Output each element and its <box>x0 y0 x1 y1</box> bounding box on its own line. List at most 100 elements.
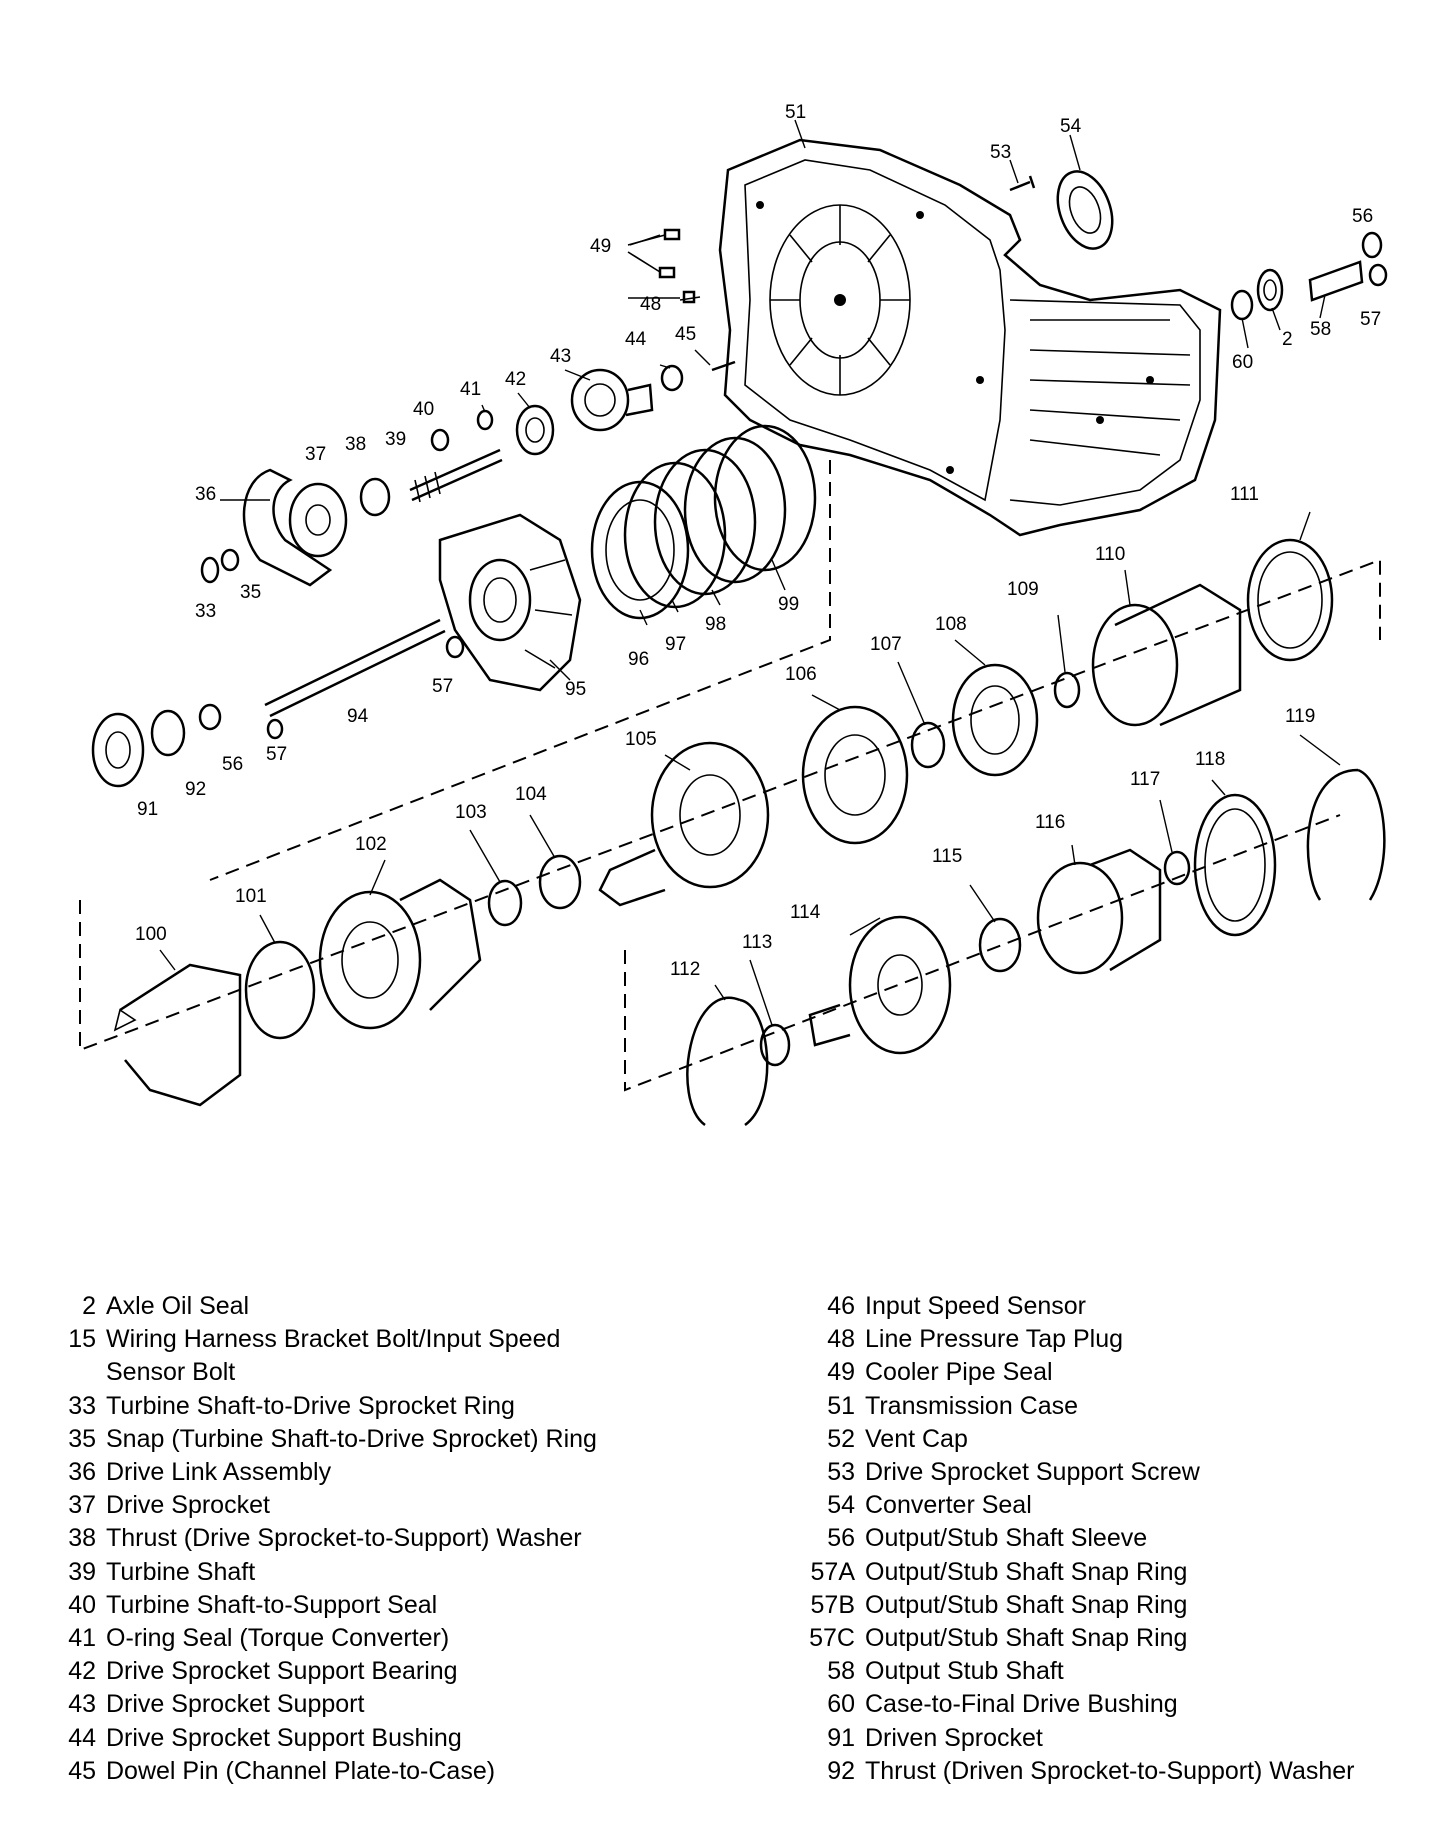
drum-102 <box>318 878 482 1030</box>
snap-ring-119 <box>1306 768 1386 901</box>
hub-108 <box>951 663 1039 777</box>
legend-item: 52 Vent Cap <box>775 1423 1445 1456</box>
legend-item-description: Drive Link Assembly <box>106 1458 332 1487</box>
callout-115: 115 <box>932 846 962 867</box>
callout-105: 105 <box>625 729 657 750</box>
legend-item-number: 40 <box>68 1590 96 1619</box>
callout-97: 97 <box>665 634 686 655</box>
legend-item-number: 51 <box>827 1391 855 1420</box>
legend-item: 51 Transmission Case <box>775 1390 1445 1423</box>
callout-2: 2 <box>1282 329 1293 350</box>
legend-item-description: Input Speed Sensor <box>865 1292 1086 1320</box>
legend-item-number: 56 <box>827 1524 855 1553</box>
callout-57: 57 <box>432 676 453 697</box>
converter-seal <box>1056 170 1114 250</box>
callout-57: 57 <box>1360 309 1381 330</box>
legend-item-number: 39 <box>68 1557 96 1586</box>
callout-60: 60 <box>1232 352 1253 373</box>
callout-109: 109 <box>1007 579 1039 600</box>
callout-49: 49 <box>590 236 611 257</box>
legend-item: 38 Thrust (Drive Sprocket-to-Support) Was… <box>40 1522 690 1555</box>
driven-sprocket <box>91 712 145 788</box>
legend-item-description: Output/Stub Shaft Sleeve <box>865 1524 1148 1553</box>
callout-58: 58 <box>1310 319 1331 340</box>
legend-item-number: 49 <box>827 1358 855 1387</box>
output-shaft <box>264 618 446 718</box>
carrier-114 <box>808 915 952 1055</box>
legend-item-number: 37 <box>68 1491 96 1520</box>
legend-item: 36 Drive Link Assembly <box>40 1456 690 1489</box>
ring-gear-118 <box>1193 793 1277 937</box>
legend-item-description: Output/Stub Shaft Snap Ring <box>865 1590 1188 1619</box>
drum-105 <box>598 741 770 907</box>
legend-item-description: Converter Seal <box>865 1491 1032 1520</box>
legend-item-description: Drive Sprocket <box>106 1491 270 1520</box>
legend-item-number: 91 <box>827 1723 855 1752</box>
legend-item-description: Cooler Pipe Seal <box>865 1358 1053 1387</box>
snap-ring-57c <box>266 718 284 740</box>
callout-110: 110 <box>1095 544 1125 565</box>
callout-40: 40 <box>413 399 434 420</box>
assembly-boundaries <box>79 460 1381 1092</box>
legend-item-number: 36 <box>68 1458 96 1487</box>
legend-item-number <box>40 1356 96 1389</box>
callout-56: 56 <box>1352 206 1373 227</box>
callout-107: 107 <box>870 634 902 655</box>
legend-item-number: 52 <box>827 1424 855 1453</box>
band-100 <box>113 963 242 1107</box>
channel-plate <box>438 513 582 692</box>
callout-117: 117 <box>1130 769 1160 790</box>
callout-54: 54 <box>1060 116 1082 137</box>
legend-item-number: 57B <box>810 1590 855 1619</box>
legend-item-description: Thrust (Driven Sprocket-to-Support) Wash… <box>865 1756 1355 1785</box>
legend-item-number: 53 <box>827 1458 855 1487</box>
legend-item: 37 Drive Sprocket <box>40 1489 690 1522</box>
legend-item-number: 43 <box>68 1690 96 1719</box>
legend-item: 56 Output/Stub Shaft Sleeve <box>775 1522 1445 1555</box>
thrust-washer-92 <box>150 709 186 757</box>
turbine-shaft <box>409 448 503 503</box>
legend-item-number: 57C <box>809 1624 855 1653</box>
legend-item-description: Axle Oil Seal <box>106 1292 250 1320</box>
ring-101 <box>244 940 316 1040</box>
callout-33: 33 <box>195 601 216 622</box>
legend-item-description: Vent Cap <box>865 1424 968 1453</box>
legend-item-description: Thrust (Drive Sprocket-to-Support) Washe… <box>106 1524 582 1553</box>
legend-item-number: 42 <box>68 1657 96 1686</box>
sun-gear-115 <box>978 917 1022 973</box>
callout-113: 113 <box>742 932 772 953</box>
legend-item-number: 38 <box>68 1524 96 1553</box>
legend-item-number: 58 <box>827 1657 855 1686</box>
sleeve-56 <box>198 703 222 731</box>
thrust-washer-38 <box>359 477 391 517</box>
legend-item: Sensor Bolt <box>40 1356 690 1389</box>
band-111 <box>1246 538 1334 662</box>
callout-99: 99 <box>778 594 799 615</box>
callout-35: 35 <box>240 582 261 603</box>
callout-48: 48 <box>640 294 661 315</box>
legend-item-description: Line Pressure Tap Plug <box>865 1325 1124 1354</box>
callout-39: 39 <box>385 429 406 450</box>
callout-43: 43 <box>550 346 571 367</box>
callout-44: 44 <box>625 329 647 350</box>
legend-item: 53 Drive Sprocket Support Screw <box>775 1456 1445 1489</box>
callout-38: 38 <box>345 434 366 455</box>
legend-item-number: 35 <box>68 1424 96 1453</box>
legend-item-description: Transmission Case <box>865 1391 1079 1420</box>
legend-item-number: 48 <box>827 1325 855 1354</box>
support-screw <box>1009 175 1036 192</box>
exploded-view-diagram: 5154535649482585760414243444540393837363… <box>79 102 1388 1127</box>
legend-item-description: Sensor Bolt <box>106 1358 236 1387</box>
legend-item-description: Drive Sprocket Support Screw <box>865 1458 1200 1487</box>
